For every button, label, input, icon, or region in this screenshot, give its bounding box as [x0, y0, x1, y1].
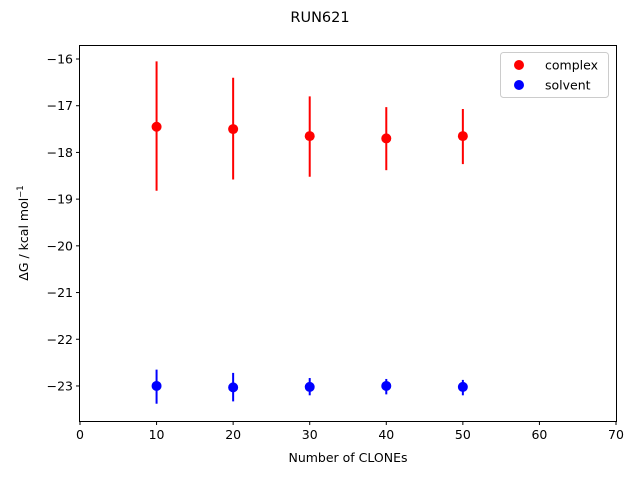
y-tick-label: −22 [47, 332, 73, 347]
data-point [381, 380, 392, 391]
x-tick-label: 50 [455, 427, 471, 442]
series-complex [151, 61, 468, 191]
y-tick-label: −16 [47, 52, 73, 67]
y-tick-label: −19 [47, 192, 73, 207]
data-point [151, 121, 162, 132]
x-axis: 0 10 20 30 40 50 60 70 [76, 421, 624, 442]
y-tick-label: −21 [47, 285, 73, 300]
y-tick-label: −18 [47, 145, 73, 160]
x-tick-label: 10 [149, 427, 165, 442]
series-solvent [151, 369, 468, 404]
data-point [457, 131, 468, 142]
y-axis-label-sup: −1 [16, 185, 26, 198]
x-axis-label: Number of CLONEs [288, 450, 407, 465]
data-point [228, 124, 239, 135]
data-point [381, 133, 392, 144]
plot-area [151, 61, 468, 404]
x-tick-label: 60 [531, 427, 547, 442]
y-axis: −16 −17 −18 −19 −20 −21 −22 −23 [47, 52, 80, 393]
chart-title: RUN621 [290, 10, 349, 26]
y-tick-label: −17 [47, 98, 73, 113]
legend-label-solvent: solvent [545, 78, 591, 93]
legend-marker-complex [514, 60, 524, 70]
y-tick-label: −20 [47, 238, 73, 253]
legend-label-complex: complex [545, 58, 598, 73]
legend: complex solvent [500, 52, 609, 98]
data-point [304, 381, 315, 392]
y-tick-label: −23 [47, 378, 73, 393]
x-tick-label: 0 [76, 427, 84, 442]
x-tick-label: 70 [608, 427, 624, 442]
data-point [151, 380, 162, 391]
data-point [228, 382, 239, 393]
x-tick-label: 30 [302, 427, 318, 442]
data-point [457, 381, 468, 392]
data-point [304, 131, 315, 142]
axes-frame [79, 45, 617, 422]
legend-marker-solvent [514, 80, 524, 90]
x-tick-label: 20 [225, 427, 241, 442]
x-tick-label: 40 [378, 427, 394, 442]
y-axis-label: ΔG / kcal mol−1 [16, 185, 31, 280]
y-axis-label-main: ΔG / kcal mol [16, 198, 31, 281]
legend-box [500, 52, 609, 98]
